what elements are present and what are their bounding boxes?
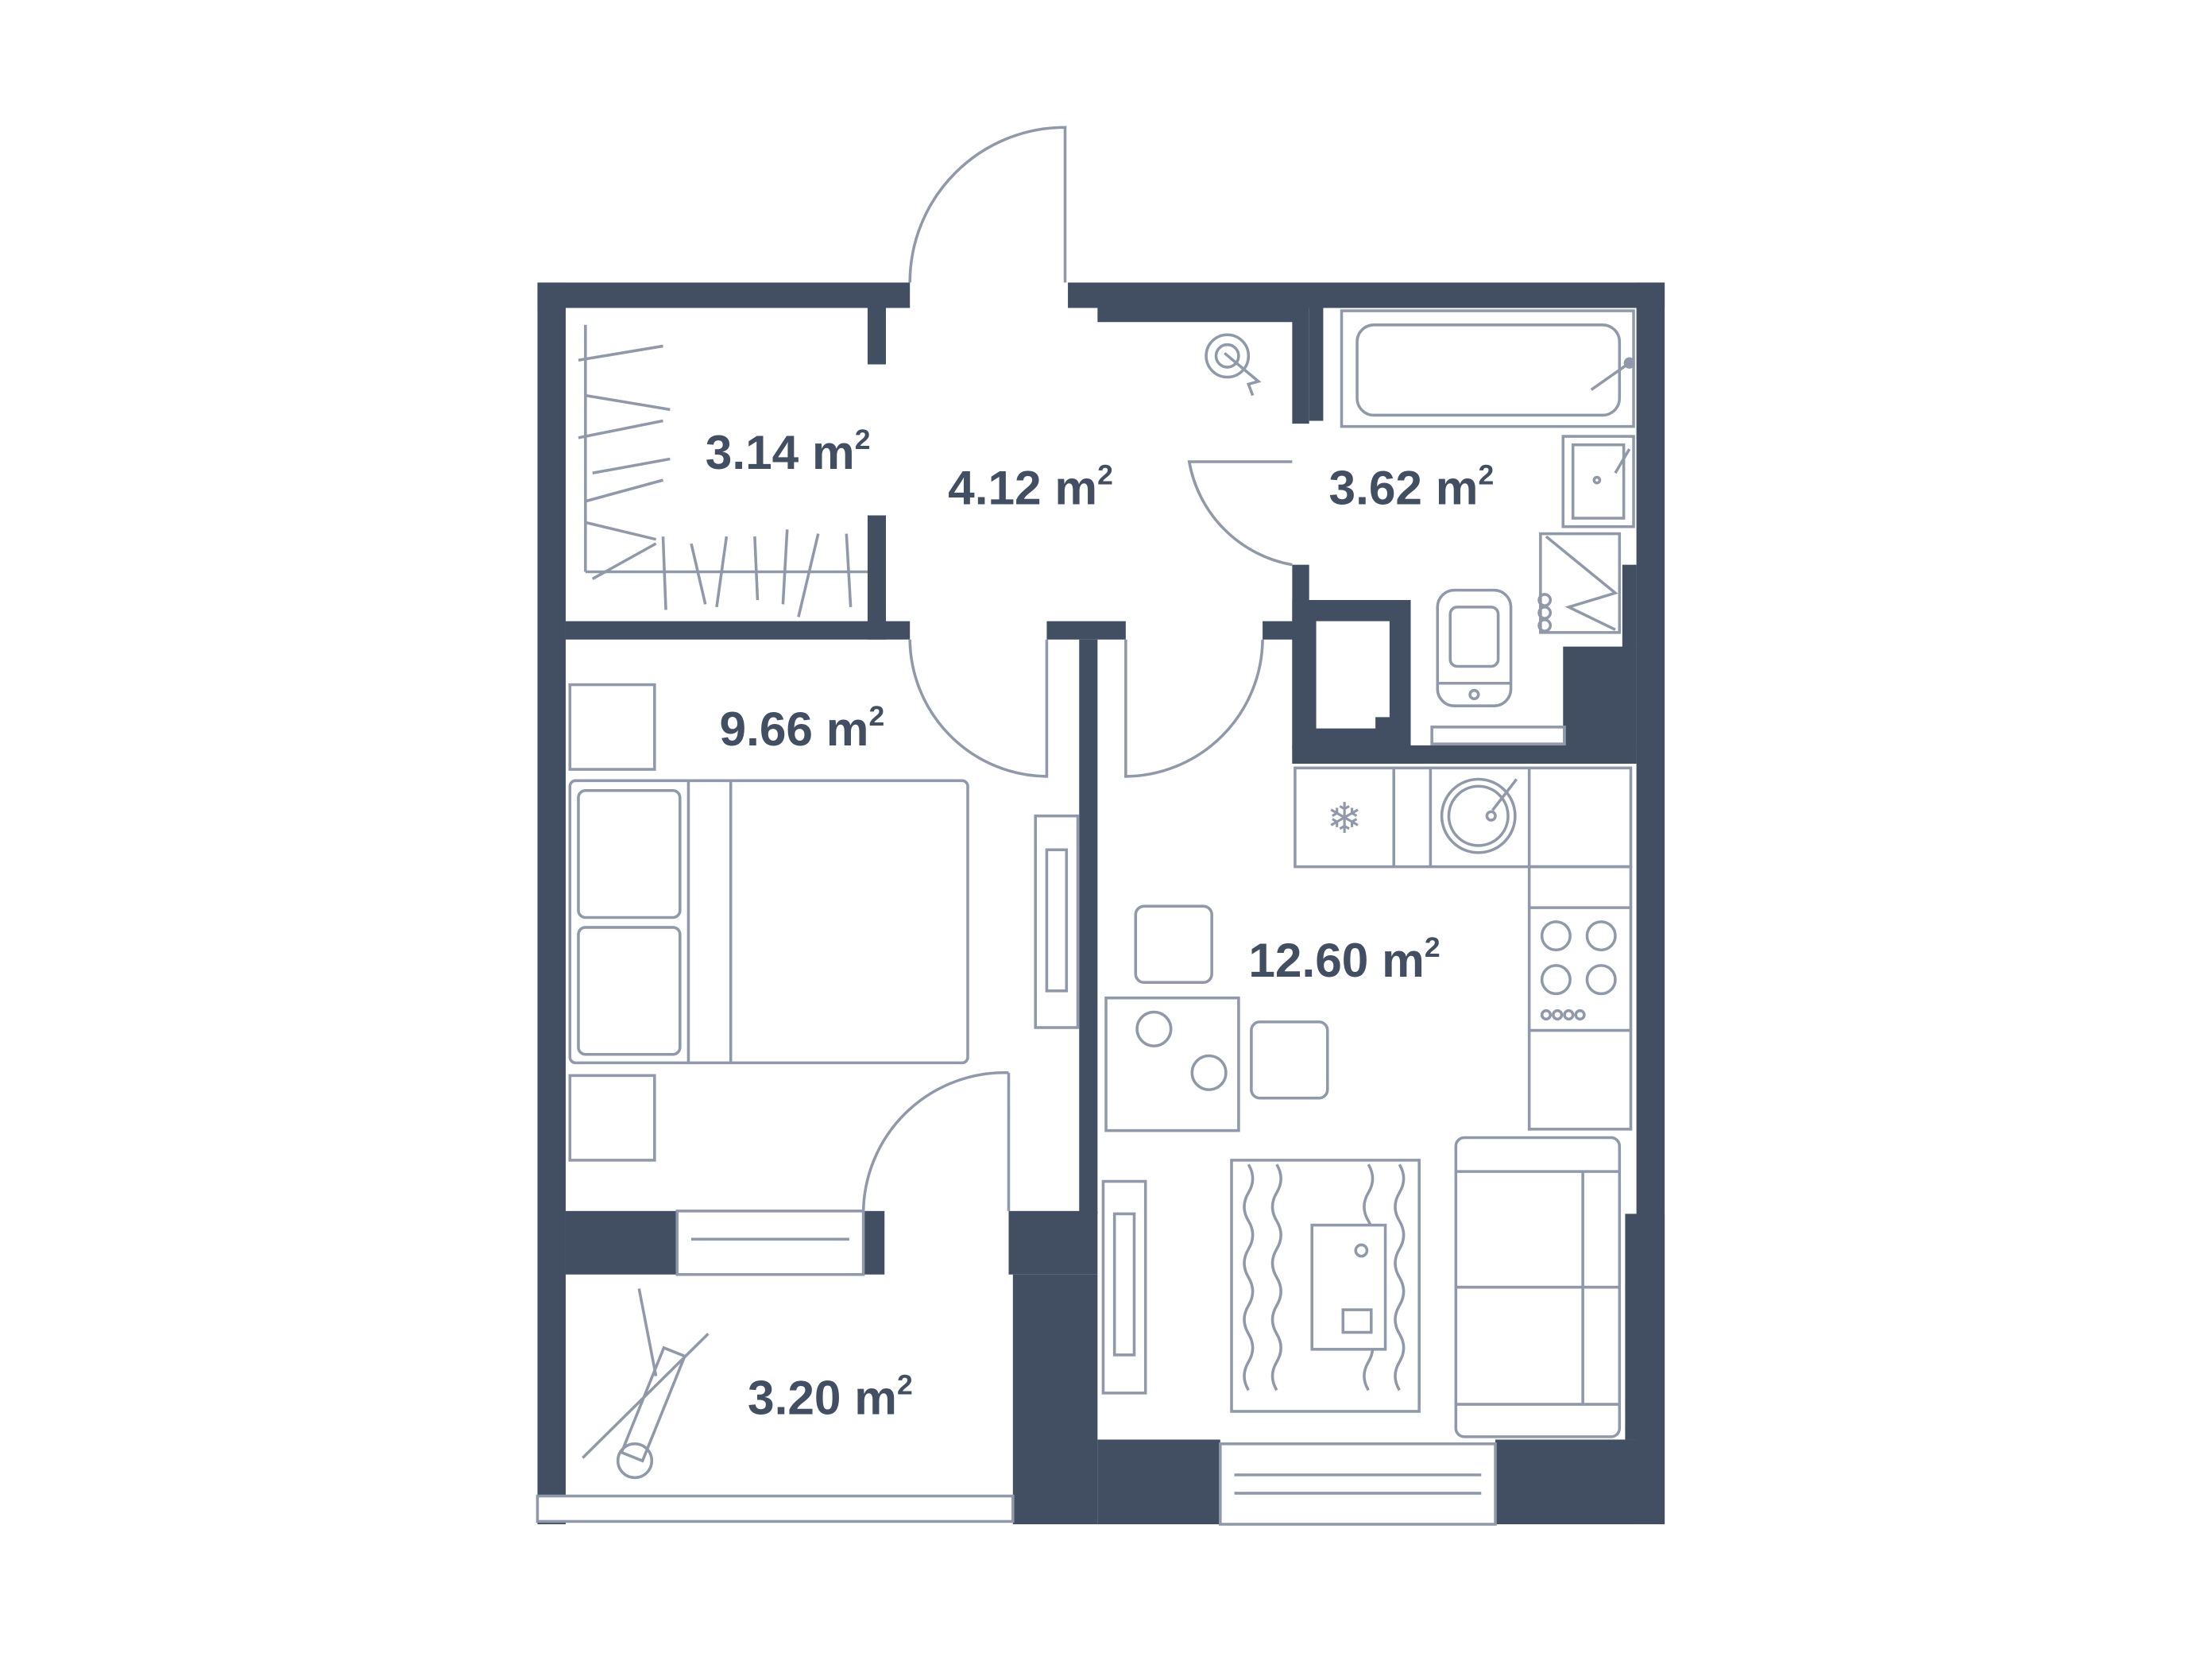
washbasin — [1561, 435, 1635, 528]
walls — [536, 282, 1665, 1524]
room-area-hallway: 4.12 m2 — [948, 459, 1113, 514]
room-area-wardrobe: 3.14 m2 — [706, 424, 871, 479]
bed — [568, 779, 969, 1065]
tv — [1101, 1179, 1147, 1395]
doors — [861, 126, 1293, 1214]
room-area-balcony: 3.20 m2 — [748, 1369, 913, 1425]
furniture: ❄ — [568, 309, 1635, 1480]
room-area-kitchen-living: 12.60 m2 — [1248, 931, 1440, 987]
room-area-bathroom: 3.62 m2 — [1329, 459, 1495, 514]
room-area-bedroom: 9.66 m2 — [720, 700, 885, 756]
snowflake-icon: ❄ — [1327, 794, 1363, 843]
washing-machine — [1537, 532, 1622, 634]
toilet — [1436, 588, 1513, 707]
intercom-icon — [1205, 333, 1262, 397]
bathtub — [1340, 309, 1635, 428]
wardrobe-hangers — [578, 324, 868, 617]
nightstand — [568, 1074, 656, 1162]
kitchen-counter: ❄ — [1294, 766, 1633, 1131]
sofa — [1454, 1136, 1622, 1438]
windows — [675, 1210, 1497, 1526]
rug — [1230, 1159, 1421, 1413]
dining-set — [1104, 904, 1329, 1132]
dryer-rack — [582, 1288, 710, 1480]
room-labels: 3.14 m2 4.12 m2 3.62 m2 9.66 m2 12.60 m2… — [706, 424, 1494, 1424]
nightstand — [568, 683, 656, 771]
tv — [1034, 814, 1080, 1029]
